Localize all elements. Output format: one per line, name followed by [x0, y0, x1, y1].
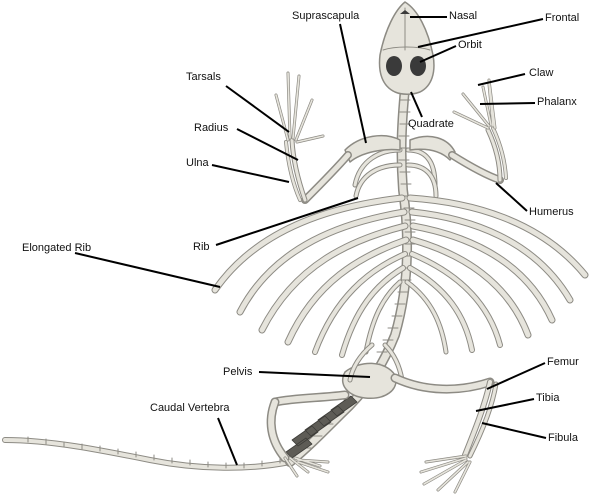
right-orbit-shape — [410, 56, 426, 76]
label-rib: Rib — [193, 241, 210, 253]
label-suprascapula: Suprascapula — [292, 10, 360, 22]
leader-tarsals — [225, 85, 290, 133]
left-hind-leg — [266, 390, 350, 478]
leader-frontal — [417, 18, 544, 48]
label-femur: Femur — [547, 356, 579, 368]
leader-radius — [236, 128, 299, 161]
leader-quadrate — [410, 91, 423, 118]
tail-vertebra-marks — [27, 436, 281, 469]
leader-phalanx — [479, 102, 536, 105]
label-phalanx: Phalanx — [537, 96, 577, 108]
leader-suprascapula — [339, 23, 367, 144]
leader-humerus — [495, 182, 528, 212]
bones-group — [2, 1, 589, 494]
label-pelvis: Pelvis — [223, 366, 253, 378]
leader-fibula — [481, 422, 547, 439]
label-frontal: Frontal — [545, 12, 580, 24]
label-radius: Radius — [194, 122, 229, 134]
right-hind-leg — [390, 373, 499, 494]
tail-bone-fill — [3, 438, 292, 470]
label-claw: Claw — [529, 67, 554, 79]
leader-pelvis — [258, 371, 371, 378]
leader-rib — [215, 197, 359, 246]
leader-elongated-rib — [74, 252, 221, 288]
left-orbit-shape — [386, 56, 402, 76]
label-caudal-vertebra: Caudal Vertebra — [150, 402, 230, 414]
leader-tibia — [475, 398, 535, 412]
right-fore-limb — [448, 78, 508, 184]
label-orbit: Orbit — [458, 39, 482, 51]
elongated-ribs-right — [404, 194, 589, 355]
rib-cage — [352, 147, 439, 199]
elongated-ribs-left — [211, 194, 410, 358]
leader-orbit — [419, 45, 457, 63]
label-humerus: Humerus — [529, 206, 574, 218]
label-tarsals: Tarsals — [186, 71, 221, 83]
pelvis-bones — [342, 342, 405, 399]
proximal-caudal-vertebrae — [285, 395, 358, 459]
leader-claw — [477, 73, 526, 86]
leader-ulna — [211, 164, 290, 183]
label-fibula: Fibula — [548, 432, 578, 444]
shoulder-girdle — [344, 134, 456, 163]
label-nasal: Nasal — [449, 10, 478, 22]
left-fore-limb — [274, 71, 352, 204]
leader-caudal-vertebra — [217, 417, 238, 466]
spine-fill — [286, 84, 411, 466]
label-ulna: Ulna — [186, 157, 209, 169]
leader-femur — [486, 362, 546, 390]
label-quadrate: Quadrate — [408, 118, 454, 130]
skull — [378, 1, 435, 95]
leader-lines — [74, 16, 547, 466]
label-elongated-rib: Elongated Rib — [22, 242, 92, 254]
label-tibia: Tibia — [536, 392, 560, 404]
